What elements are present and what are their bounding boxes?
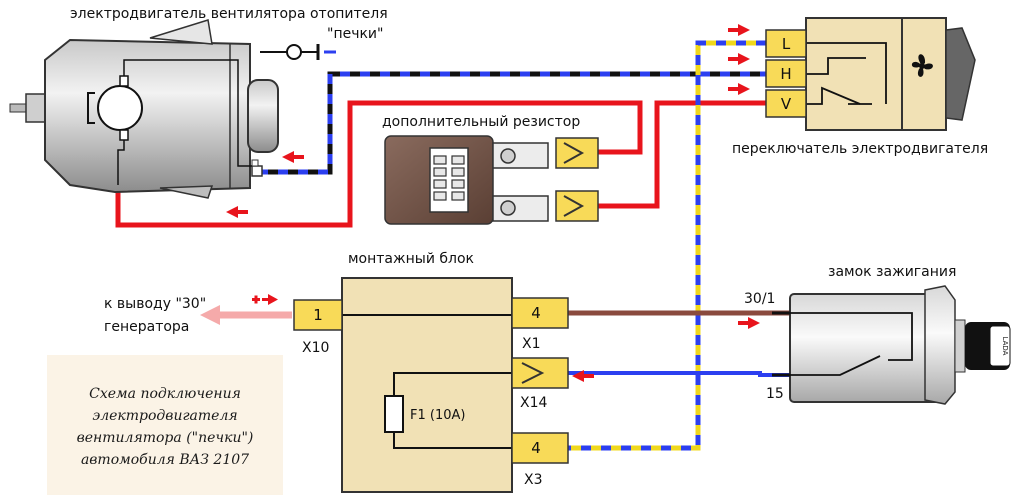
svg-text:H: H xyxy=(780,65,791,83)
svg-text:X3: X3 xyxy=(524,472,543,488)
svg-text:X10: X10 xyxy=(302,340,329,356)
svg-text:Схема подключения: Схема подключения xyxy=(89,386,241,402)
switch-title: переключатель электродвигателя xyxy=(732,141,988,157)
fan-icon xyxy=(911,54,933,77)
plus-arrow-icon xyxy=(252,294,278,305)
key-brand-label: LADA xyxy=(1001,337,1009,356)
arrow-icon xyxy=(572,370,594,382)
wires xyxy=(115,40,790,451)
caption-box: Схема подключения электродвигателя венти… xyxy=(47,355,283,495)
connector-x3: 4 X3 xyxy=(511,432,569,488)
resistor-title: дополнительный резистор xyxy=(382,114,580,130)
fuse-label: F1 (10A) xyxy=(410,408,465,423)
wire-red-resistor-to-switch xyxy=(598,100,766,209)
generator-label-line1: к выводу "30" xyxy=(104,296,206,312)
svg-text:электродвигателя: электродвигателя xyxy=(92,408,237,424)
wire-red-motor-bottom xyxy=(115,100,643,228)
svg-text:вентилятора ("печки"): вентилятора ("печки") xyxy=(77,430,254,446)
motor-title: электродвигатель вентилятора отопителя xyxy=(70,6,388,22)
arrow-icon xyxy=(738,317,760,329)
connector-x10: 1 X10 xyxy=(293,299,343,356)
connector-x1: 4 X1 xyxy=(511,297,569,352)
mounting-block: F1 (10A) 1 X10 4 X1 X14 4 X3 xyxy=(293,277,569,493)
svg-text:X14: X14 xyxy=(520,395,547,411)
wire-yellow-blue-l-to-x3 xyxy=(568,40,766,451)
svg-text:автомобиля ВАЗ 2107: автомобиля ВАЗ 2107 xyxy=(81,452,249,468)
current-arrows xyxy=(226,24,760,382)
svg-text:X1: X1 xyxy=(522,336,541,352)
resistor-connector-bottom xyxy=(555,190,599,222)
block-title: монтажный блок xyxy=(348,251,474,267)
resistor-connector-top xyxy=(555,137,599,169)
arrow-icon xyxy=(728,24,750,36)
svg-text:4: 4 xyxy=(531,304,541,322)
labels: электродвигатель вентилятора отопителя "… xyxy=(70,6,988,335)
ignition-pin-15: 15 xyxy=(766,386,784,402)
fan-motor xyxy=(9,19,279,199)
switch-pin-l: L xyxy=(765,29,807,58)
svg-text:V: V xyxy=(781,95,792,113)
arrow-icon xyxy=(728,83,750,95)
svg-text:1: 1 xyxy=(313,306,323,324)
key-icon: LADA xyxy=(965,322,1011,370)
motor-switch: L H V xyxy=(765,17,976,131)
fuse-icon xyxy=(384,395,404,433)
arrow-icon xyxy=(226,206,248,218)
switch-pin-h: H xyxy=(765,59,807,88)
svg-text:4: 4 xyxy=(531,439,541,457)
arrow-icon xyxy=(728,53,750,65)
ignition-pin-30-1: 30/1 xyxy=(744,291,775,307)
svg-text:L: L xyxy=(782,35,791,53)
switch-pin-v: V xyxy=(765,89,807,118)
motor-rotor-icon xyxy=(97,85,143,131)
arrow-icon xyxy=(282,151,304,163)
generator-label-line2: генератора xyxy=(104,319,189,335)
connector-x14: X14 xyxy=(511,357,569,411)
ignition-switch: LADA 30/1 15 xyxy=(744,285,1011,405)
ignition-title: замок зажигания xyxy=(828,264,956,280)
motor-title-sub: "печки" xyxy=(327,26,383,42)
additional-resistor xyxy=(384,135,599,225)
wire-blue-x14-to-ignition xyxy=(568,371,790,377)
